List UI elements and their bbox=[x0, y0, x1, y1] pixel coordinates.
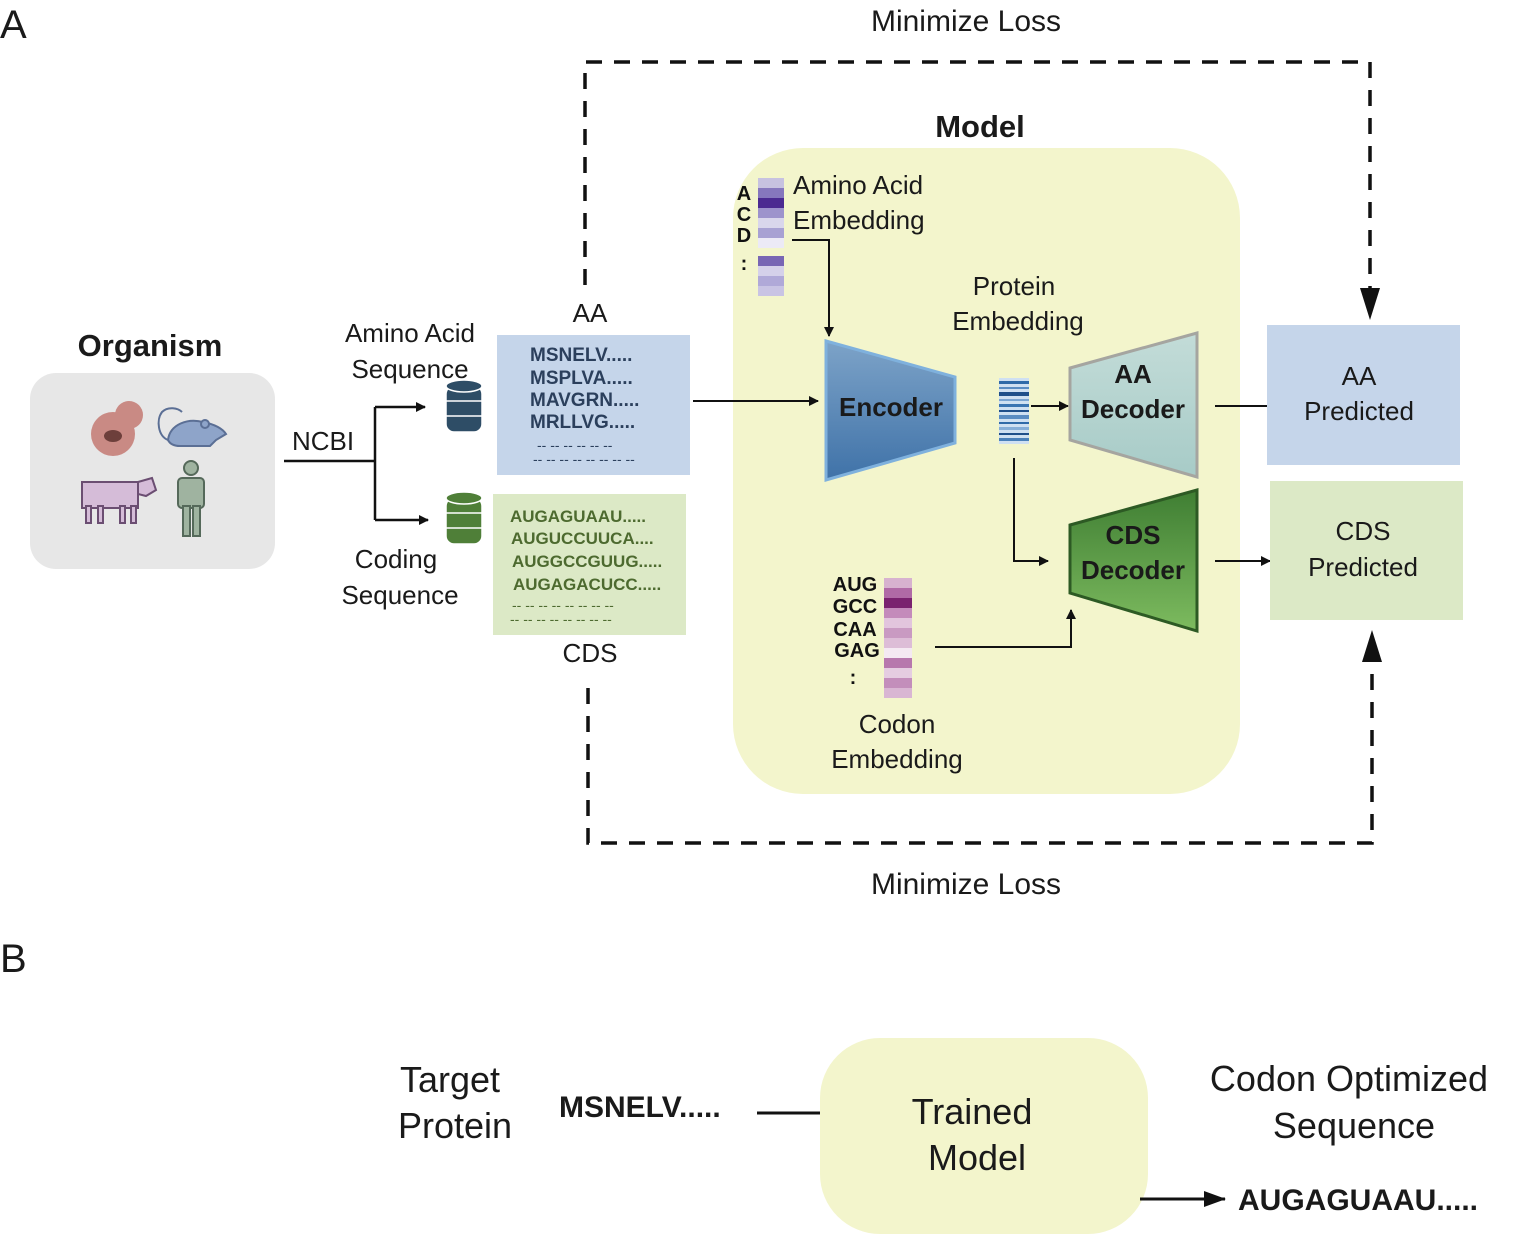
cds-predicted-box bbox=[1270, 481, 1463, 620]
cds-sequence-box bbox=[493, 494, 686, 635]
cds-box-label: CDS bbox=[563, 638, 618, 668]
model-title: Model bbox=[935, 109, 1025, 144]
aa-predicted-box bbox=[1267, 325, 1460, 465]
aa-decoder-block bbox=[1068, 331, 1199, 479]
cds-seq-3: AUGGCCGUUG..... bbox=[512, 552, 662, 571]
protein-embedding-bar bbox=[999, 378, 1029, 444]
aa-box-label: AA bbox=[573, 298, 608, 328]
encoder-block bbox=[824, 339, 957, 482]
ncbi-branch-lines bbox=[284, 402, 429, 525]
aa-source-line1: Amino Acid bbox=[345, 318, 475, 348]
aa-letter-c: C bbox=[737, 204, 751, 226]
embedding-to-cds-decoder-arrow bbox=[1013, 458, 1049, 566]
aa-decoder-line2: Decoder bbox=[1081, 394, 1185, 424]
output-label-line1: Codon Optimized bbox=[1210, 1058, 1488, 1099]
cds-dashes-2: -- -- -- -- -- -- -- -- bbox=[510, 611, 612, 627]
target-protein-line2: Protein bbox=[398, 1105, 512, 1146]
minimize-loss-bottom: Minimize Loss bbox=[871, 868, 1061, 901]
cds-predicted-line1: CDS bbox=[1336, 516, 1391, 546]
aa-source-line2: Sequence bbox=[351, 354, 468, 384]
protein-embedding-line1: Protein bbox=[973, 271, 1055, 301]
loss-arrowhead-top bbox=[1360, 288, 1380, 320]
minimize-loss-frame bbox=[583, 60, 1374, 845]
aa-seq-1: MSNELV..... bbox=[530, 345, 632, 366]
codon-embedding-line1: Codon bbox=[859, 709, 936, 739]
panel-a-label: A bbox=[0, 3, 27, 47]
cds-source-line2: Sequence bbox=[341, 580, 458, 610]
cds-dashes-1: -- -- -- -- -- -- -- -- bbox=[512, 597, 614, 613]
amino-acid-embedding-heatmap bbox=[758, 178, 784, 296]
codon-gag: GAG bbox=[834, 640, 880, 662]
aa-dashes-1: -- -- -- -- -- -- bbox=[537, 437, 613, 453]
cds-decoder-line2: Decoder bbox=[1081, 555, 1185, 585]
aa-seq-2: MSPLVA..... bbox=[530, 368, 633, 389]
trained-model-line2: Model bbox=[928, 1137, 1026, 1178]
protein-embedding-line2: Embedding bbox=[952, 306, 1084, 336]
encoder-label: Encoder bbox=[839, 392, 943, 422]
target-protein-line1: Target bbox=[400, 1059, 500, 1100]
input-sequence: MSNELV..... bbox=[559, 1091, 721, 1124]
aa-embedding-arrow bbox=[792, 239, 834, 337]
codon-to-cds-decoder-arrow bbox=[935, 609, 1076, 648]
aa-seq-4: MRLLVG..... bbox=[530, 412, 635, 433]
trained-model-line1: Trained bbox=[912, 1091, 1033, 1132]
aa-dashes-2: -- -- -- -- -- -- -- -- bbox=[533, 451, 635, 467]
yeast-icon bbox=[91, 401, 143, 456]
aa-embedding-line2: Embedding bbox=[793, 205, 925, 235]
mouse-icon bbox=[157, 407, 228, 447]
loss-arrowhead-bottom bbox=[1362, 630, 1382, 662]
output-label-line2: Sequence bbox=[1273, 1105, 1435, 1146]
database-icon-cds bbox=[445, 491, 483, 545]
aa-predicted-line1: AA bbox=[1342, 361, 1377, 391]
cds-decoder-block bbox=[1068, 488, 1199, 634]
human-icon bbox=[177, 460, 205, 537]
cds-predicted-line2: Predicted bbox=[1308, 552, 1418, 582]
codon-embedding-line2: Embedding bbox=[831, 744, 963, 774]
cds-seq-4: AUGAGACUCC..... bbox=[513, 575, 661, 594]
cds-source-line1: Coding bbox=[355, 544, 437, 574]
codon-aug: AUG bbox=[833, 574, 877, 596]
ncbi-label: NCBI bbox=[292, 426, 354, 456]
aa-letter-more: : bbox=[741, 253, 748, 275]
model-box bbox=[733, 148, 1240, 794]
aa-letter-a: A bbox=[737, 183, 751, 205]
codon-gcc: GCC bbox=[833, 596, 877, 618]
trained-model-box bbox=[820, 1038, 1148, 1234]
database-icon-aa bbox=[445, 379, 483, 433]
cds-seq-2: AUGUCCUUCA.... bbox=[511, 529, 654, 548]
cds-decoder-line1: CDS bbox=[1106, 520, 1161, 550]
cow-icon bbox=[81, 476, 158, 524]
aa-decoder-line1: AA bbox=[1114, 359, 1152, 389]
aa-sequence-box bbox=[497, 335, 690, 475]
aa-letter-d: D bbox=[737, 225, 751, 247]
codon-more: : bbox=[850, 667, 857, 689]
aa-seq-3: MAVGRN..... bbox=[530, 390, 639, 411]
aa-predicted-line2: Predicted bbox=[1304, 396, 1414, 426]
aa-embedding-line1: Amino Acid bbox=[793, 170, 923, 200]
codon-caa: CAA bbox=[833, 619, 876, 641]
cds-seq-1: AUGAGUAAU..... bbox=[510, 507, 646, 526]
minimize-loss-top: Minimize Loss bbox=[871, 5, 1061, 38]
organism-title: Organism bbox=[78, 328, 223, 363]
output-sequence: AUGAGUAAU..... bbox=[1238, 1184, 1478, 1217]
codon-embedding-heatmap bbox=[884, 578, 912, 698]
organism-box bbox=[30, 373, 275, 569]
panel-b-label: B bbox=[0, 937, 27, 981]
